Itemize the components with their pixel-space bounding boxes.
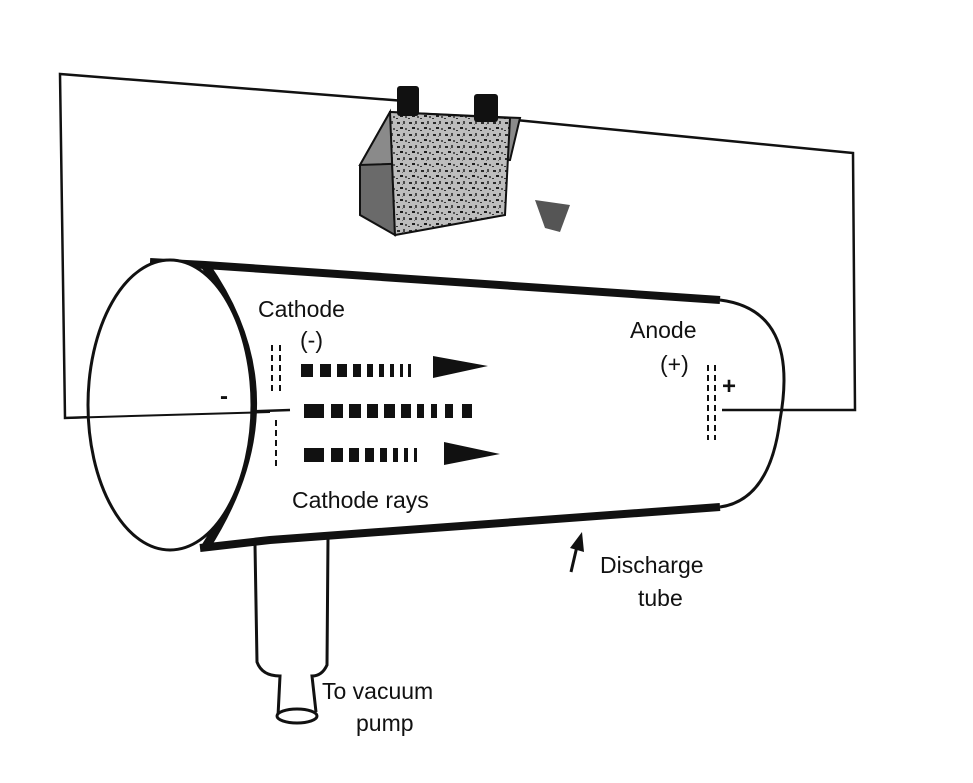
- cathode-label: Cathode: [258, 296, 345, 322]
- battery-terminal-right: [474, 94, 498, 122]
- plus-terminal-label: +: [722, 373, 736, 400]
- battery: [358, 86, 570, 237]
- anode-sign-label: (+): [660, 351, 689, 377]
- cathode-ray-1: [301, 356, 488, 378]
- vacuum-pump-label-line2: pump: [356, 710, 414, 736]
- cathode-sign-label: (-): [300, 327, 323, 353]
- tube-left-end: [86, 258, 254, 552]
- tube-right-end: [719, 298, 786, 509]
- discharge-tube-label-line1: Discharge: [600, 552, 704, 578]
- cathode-plate: [271, 345, 281, 470]
- discharge-tube: [64, 258, 786, 552]
- cathode-ray-3: [304, 442, 500, 465]
- cathode-ray-2: [304, 404, 472, 418]
- discharge-tube-pointer: [569, 532, 584, 573]
- anode-plate: [707, 365, 716, 440]
- vacuum-pump-label-line1: To vacuum: [322, 678, 433, 704]
- ray-arrow-1: [433, 356, 488, 378]
- minus-terminal-label: -: [220, 383, 228, 410]
- vacuum-pipe: [253, 537, 330, 725]
- vacuum-pipe-opening: [275, 707, 319, 725]
- anode-label: Anode: [630, 317, 697, 343]
- ray-arrow-3: [444, 442, 500, 465]
- discharge-tube-label-line2: tube: [638, 585, 683, 611]
- battery-terminal-left: [397, 86, 419, 116]
- cathode-rays-label: Cathode rays: [292, 487, 429, 513]
